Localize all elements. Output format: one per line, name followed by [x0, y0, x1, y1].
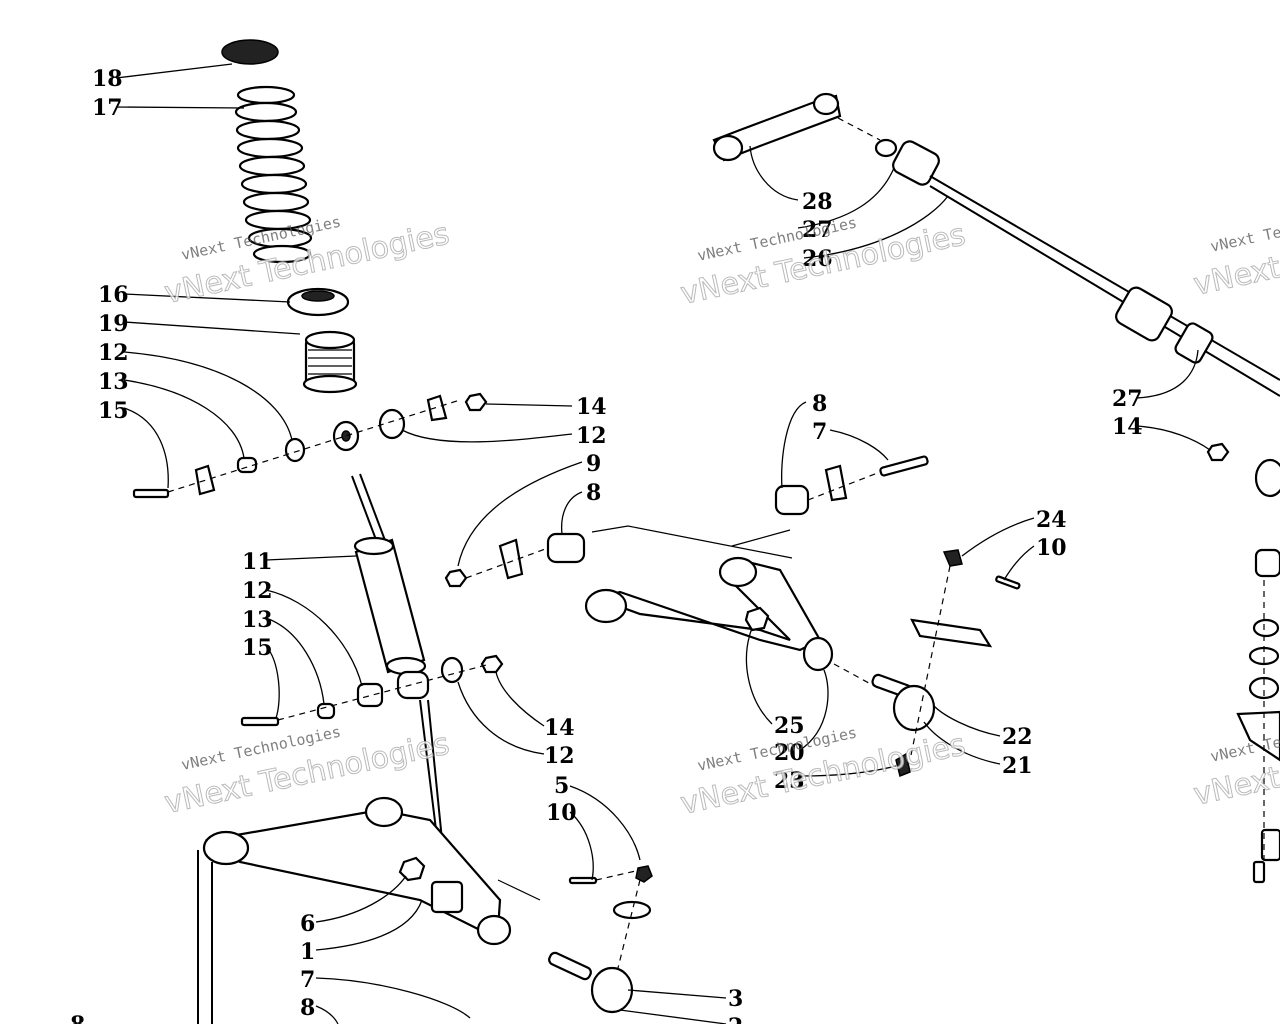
- upper-a-arm: [584, 525, 834, 672]
- lower-mount-hardware: [240, 654, 504, 727]
- spring-cap: [221, 39, 279, 65]
- callout-22: 22: [1002, 724, 1033, 750]
- callout-7: 7: [812, 419, 827, 445]
- callout-9: 9: [586, 451, 601, 477]
- callout-13: 13: [242, 607, 273, 633]
- callout-19: 19: [98, 311, 129, 337]
- callout-numbers: 18 17 16 19 12 13 15 14 12 9 8 11 12 13 …: [70, 66, 1143, 1024]
- callout-13: 13: [98, 369, 129, 395]
- watermark: vNext Te vNext Te: [1190, 733, 1280, 813]
- callout-8: 8: [586, 480, 601, 506]
- upper-arm-hardware: [444, 455, 929, 588]
- watermarks: vNext Technologies vNext Technologies vN…: [161, 213, 1280, 823]
- svg-text:vNext Te: vNext Te: [1191, 752, 1280, 813]
- callout-14: 14: [576, 394, 607, 420]
- callout-1: 1: [300, 939, 315, 965]
- callout-5: 5: [554, 773, 569, 799]
- callout-10: 10: [546, 800, 577, 826]
- threaded-collar: [302, 330, 358, 394]
- steering-arm: [712, 92, 881, 162]
- callout-20: 20: [774, 740, 805, 766]
- watermark: vNext Technologies vNext Technologies: [161, 723, 453, 822]
- shock-body: [353, 536, 427, 676]
- callout-3: 3: [728, 986, 743, 1012]
- callout-12: 12: [242, 578, 273, 604]
- leader-lines: [115, 63, 1211, 1024]
- callout-15: 15: [242, 635, 273, 661]
- callout-26: 26: [802, 246, 833, 272]
- callout-12: 12: [576, 423, 607, 449]
- callout-12: 12: [98, 340, 129, 366]
- callout-16: 16: [98, 282, 129, 308]
- watermark: vNext Te vNext Te: [1190, 223, 1280, 303]
- callout-25: 25: [774, 713, 805, 739]
- callout-21: 21: [1002, 753, 1033, 779]
- lower-a-arm: [197, 796, 541, 1024]
- callout-18: 18: [92, 66, 123, 92]
- callout-10: 10: [1036, 535, 1067, 561]
- callout-11: 11: [242, 549, 273, 575]
- callout-8: 8: [812, 391, 827, 417]
- callout-2: 2: [728, 1014, 743, 1024]
- callout-23: 23: [774, 768, 805, 794]
- callout-17: 17: [92, 95, 123, 121]
- right-edge-parts: [1206, 442, 1280, 884]
- svg-text:vNext Te: vNext Te: [1191, 242, 1280, 303]
- callout-24: 24: [1036, 507, 1067, 533]
- lower-ball-joint: [548, 865, 653, 1014]
- upper-ball-joint: [833, 549, 1021, 778]
- callout-8: 8: [70, 1012, 85, 1024]
- callout-12: 12: [544, 743, 575, 769]
- tie-rod: [874, 138, 1280, 397]
- shock-bottom-eye: [396, 670, 430, 700]
- callout-14: 14: [544, 715, 575, 741]
- callout-8: 8: [300, 995, 315, 1021]
- coil-spring: [234, 85, 313, 264]
- callout-14: 14: [1112, 414, 1143, 440]
- callout-27: 27: [1112, 386, 1143, 412]
- callout-6: 6: [300, 911, 315, 937]
- callout-27: 27: [802, 217, 833, 243]
- callout-28: 28: [802, 189, 833, 215]
- shock-assembly: [132, 39, 504, 878]
- callout-15: 15: [98, 398, 129, 424]
- upper-mount-hardware: [132, 392, 488, 499]
- callout-7: 7: [300, 967, 315, 993]
